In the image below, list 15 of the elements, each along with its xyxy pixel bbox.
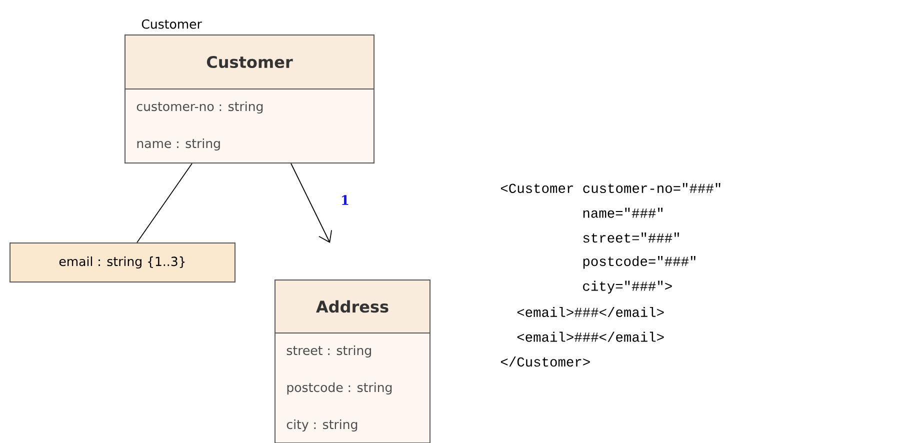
code-line: </Customer> [501, 356, 590, 367]
code-line: city="###"> [583, 280, 672, 294]
class-box: Customer customer-no : string name : string [124, 34, 374, 164]
code-line: street="###" [583, 232, 679, 243]
class-name-label: Customer [142, 19, 202, 29]
attribute-box: email : string {1..3} [10, 242, 236, 282]
code-line: postcode="###" [583, 256, 696, 269]
class-box: Address street : string postcode : string city : string [274, 280, 430, 443]
association-line [136, 163, 192, 243]
association-line [290, 163, 332, 243]
code-line: <email>###</email> [517, 306, 664, 318]
code-line: <Customer customer-no="###" [501, 182, 720, 194]
multiplicity-label: 1 [339, 194, 351, 206]
code-line: name="###" [583, 208, 663, 218]
code-line: <email>###</email> [517, 332, 664, 342]
